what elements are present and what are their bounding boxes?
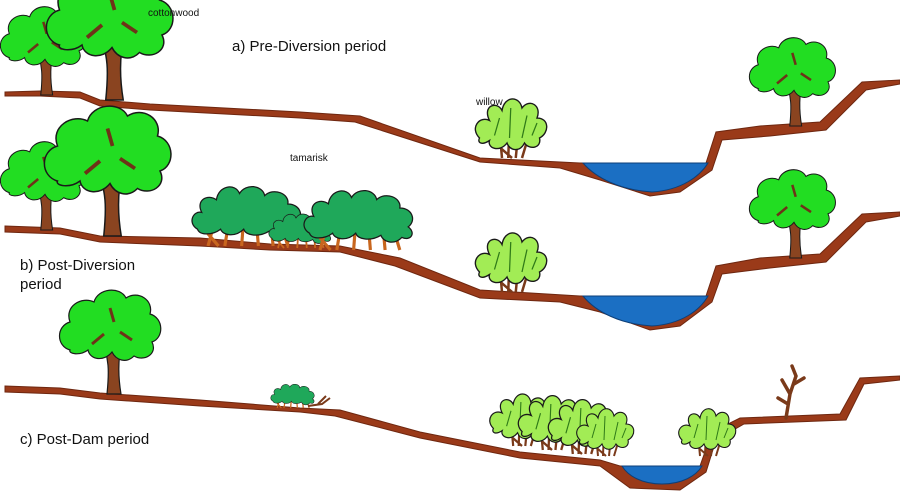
- dead-cottonwood-snag: [776, 364, 806, 420]
- ground-profile-c: [4, 375, 900, 491]
- tamarisk-label: tamarisk: [290, 153, 328, 164]
- cottonwood-tree: [58, 288, 163, 396]
- cottonwood-tree: [42, 104, 173, 238]
- panel-a-landscape: [0, 0, 900, 197]
- panel-c-landscape: [4, 288, 900, 491]
- panel-c-title: c) Post-Dam period: [20, 431, 150, 448]
- willow-shrub: [474, 231, 548, 294]
- willow-shrub: [677, 407, 737, 457]
- cottonwood-tree: [748, 168, 837, 260]
- panel-a-title: a) Pre-Diversion period: [232, 38, 387, 55]
- panel-b-title: b) Post-Diversion period: [20, 256, 135, 294]
- dead-branch: [307, 395, 331, 407]
- cottonwood-tree: [748, 36, 837, 128]
- tamarisk-thicket: [270, 383, 315, 409]
- panel-b-landscape: [0, 104, 900, 331]
- water-c: [621, 465, 703, 485]
- cottonwood-label: cottonwood: [148, 8, 200, 19]
- water-b: [581, 295, 709, 327]
- water-a: [581, 162, 709, 193]
- willow-label: willow: [476, 97, 503, 108]
- panel-b-title-line1: b) Post-Diversion: [20, 257, 136, 274]
- panel-b-title-line2: period: [20, 276, 62, 293]
